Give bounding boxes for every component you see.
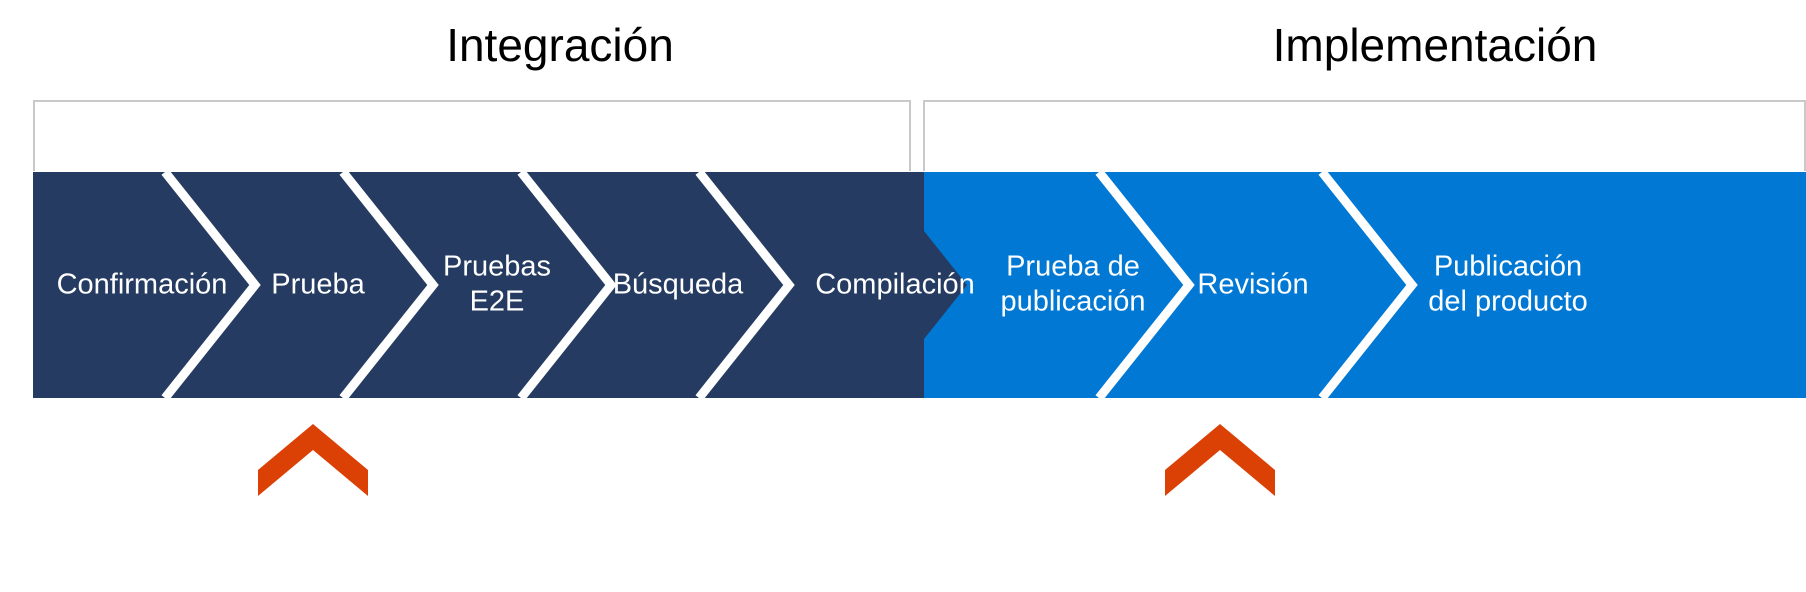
step-separator — [1318, 172, 1418, 398]
chevron-up-icon — [258, 424, 368, 496]
pipeline-svg — [33, 172, 1806, 398]
step-separators-implementacion — [1095, 172, 1418, 398]
phase-title-implementacion: Implementación — [1272, 19, 1598, 71]
phase-fill-implementacion — [924, 172, 1806, 398]
step-separator — [695, 172, 795, 398]
phase-bracket-implementacion — [923, 100, 1806, 171]
phase-fill-integracion — [33, 172, 924, 398]
pipeline-band: Confirmación Prueba Pruebas E2E Búsqueda… — [33, 172, 1806, 398]
step-separator — [161, 172, 261, 398]
phase-bracket-integracion — [33, 100, 911, 171]
step-separator — [517, 172, 617, 398]
chevron-up-icon — [1165, 424, 1275, 496]
step-separator — [1095, 172, 1195, 398]
step-separators-integracion — [161, 172, 795, 398]
phase-boundary-chevron — [877, 172, 967, 398]
marker-integracion[interactable] — [258, 424, 368, 496]
marker-implementacion[interactable] — [1165, 424, 1275, 496]
phase-title-integracion: Integración — [446, 19, 674, 71]
step-separator — [339, 172, 439, 398]
